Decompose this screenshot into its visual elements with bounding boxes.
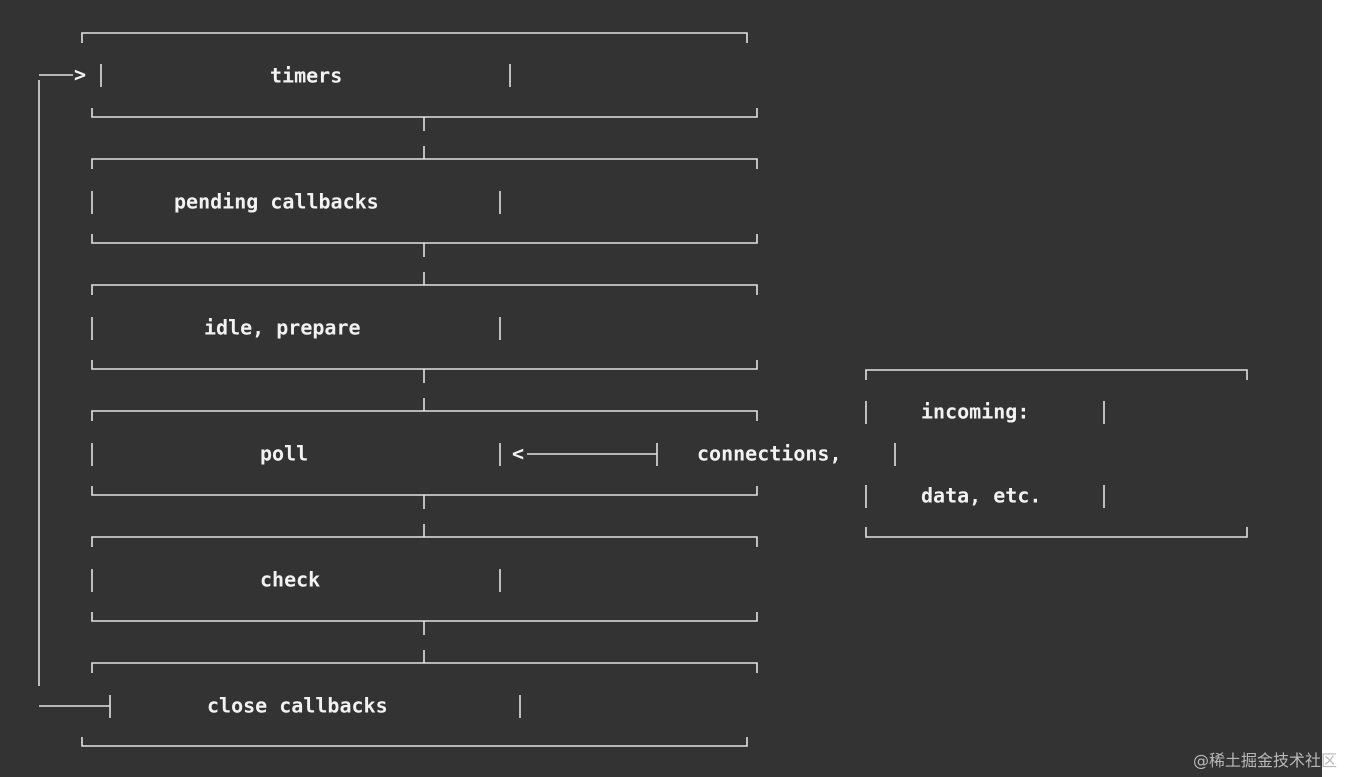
loop-back-arrow: > bbox=[38, 63, 110, 707]
phase-box-idle-prepare: idle, prepare bbox=[91, 272, 758, 370]
phase-box-close-callbacks: close callbacks bbox=[81, 650, 758, 747]
phase-label-poll: poll bbox=[260, 442, 308, 466]
incoming-to-poll-arrow: < bbox=[512, 442, 658, 466]
watermark: @稀土掘金技术社区 bbox=[1192, 751, 1337, 770]
phase-box-check: check bbox=[91, 524, 758, 622]
phase-label-idle-prepare: idle, prepare bbox=[204, 316, 361, 340]
incoming-box: incoming: connections, data, etc. bbox=[697, 369, 1248, 538]
phase-label-timers: timers bbox=[270, 64, 342, 88]
phase-label-check: check bbox=[260, 568, 320, 592]
poll-arrow-head: < bbox=[512, 442, 524, 466]
phase-box-timers: timers bbox=[81, 32, 758, 118]
phase-label-pending-callbacks: pending callbacks bbox=[174, 190, 379, 214]
incoming-label-line3: data, etc. bbox=[921, 484, 1041, 508]
incoming-label-line2: connections, bbox=[697, 442, 842, 466]
phase-box-pending-callbacks: pending callbacks bbox=[91, 146, 758, 244]
incoming-label-line1: incoming: bbox=[921, 400, 1029, 424]
phase-label-close-callbacks: close callbacks bbox=[207, 694, 388, 718]
phase-box-poll: poll bbox=[91, 398, 758, 496]
loop-arrow-head: > bbox=[74, 63, 86, 87]
